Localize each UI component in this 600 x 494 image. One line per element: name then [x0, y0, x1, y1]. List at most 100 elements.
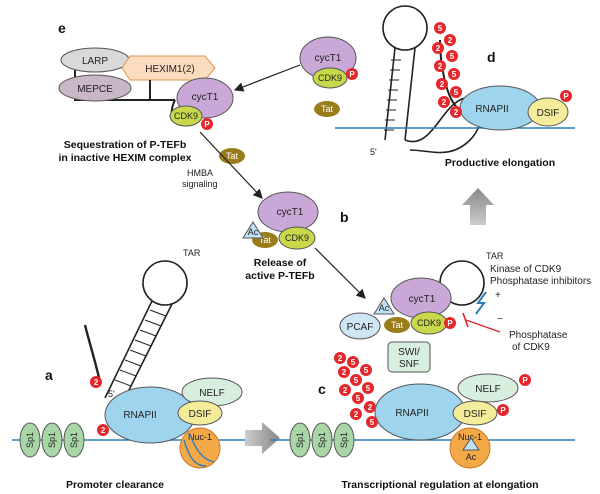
dsif-d-label: DSIF	[537, 108, 560, 119]
dsif-a-label: DSIF	[189, 409, 212, 420]
kinase-label-2: Phosphatase inhibitors	[490, 276, 591, 287]
ptefb-c: cycT1 CDK9 P Tat Ac PCAF	[339, 277, 456, 340]
rnapii-a: RNAPII NELF DSIF 2 2	[90, 376, 243, 444]
svg-text:5: 5	[454, 88, 459, 97]
svg-text:Sp1: Sp1	[47, 432, 57, 448]
cdk9-c-label: CDK9	[417, 318, 441, 328]
caption-d: Productive elongation	[445, 157, 555, 169]
larp-label: LARP	[82, 56, 108, 67]
rnapii-c: RNAPII NELF P DSIF P	[374, 373, 531, 441]
tar-hairpin-top: 5'	[370, 5, 482, 157]
svg-text:2: 2	[342, 368, 347, 377]
mepce-label: MEPCE	[77, 84, 113, 95]
svg-text:5: 5	[351, 358, 356, 367]
panel-label-a: a	[45, 367, 53, 383]
five-prime-top: 5'	[370, 147, 377, 157]
cdk9-b-label: CDK9	[285, 233, 309, 243]
rnapii-a-label: RNAPII	[123, 410, 156, 421]
svg-text:Sp1: Sp1	[25, 432, 35, 448]
caption-e1: Sequestration of P-TEFb	[64, 139, 187, 151]
mepce-protein	[58, 74, 132, 102]
panel-label-c: c	[318, 381, 326, 397]
svg-text:5: 5	[452, 70, 457, 79]
svg-text:2: 2	[448, 36, 453, 45]
svg-text:5: 5	[438, 24, 443, 33]
lightning-icon	[475, 291, 487, 315]
arrow-to-e	[233, 64, 301, 92]
caption-c: Transcriptional regulation at elongation	[341, 479, 538, 491]
phospho-c-label: P	[447, 319, 453, 328]
cyct1-c-label: cycT1	[409, 294, 436, 305]
sp1-group-c: Sp1 Sp1 Sp1	[289, 422, 355, 458]
ctd-chain-d: 5 2 2 5 2 5 2 5 2 2	[432, 22, 462, 118]
phospho-top-label: P	[349, 70, 355, 79]
dsif-c-label: DSIF	[464, 409, 487, 420]
arrow-up-to-d	[462, 188, 494, 225]
five-prime-a: 5'	[108, 389, 115, 399]
nelf-c-label: NELF	[475, 384, 501, 395]
svg-text:2: 2	[440, 80, 445, 89]
caption-b2: active P-TEFb	[245, 270, 314, 282]
tat-free-label: Tat	[226, 151, 239, 161]
rnapii-c-label: RNAPII	[395, 408, 428, 419]
tar-hairpin-a: TAR 5'	[83, 248, 201, 399]
inhibit-line	[465, 319, 501, 333]
svg-text:Sp1: Sp1	[339, 432, 349, 448]
phospho-e-label: P	[204, 120, 210, 129]
svg-text:2: 2	[438, 62, 443, 71]
minus-sign: −	[497, 314, 503, 325]
svg-text:Sp1: Sp1	[69, 432, 79, 448]
svg-text:5: 5	[366, 384, 371, 393]
tar-hairpin-c: TAR	[439, 251, 504, 306]
nelf-a-label: NELF	[199, 388, 225, 399]
svg-text:2: 2	[454, 108, 459, 117]
svg-text:2: 2	[343, 386, 348, 395]
panel-label-b: b	[340, 209, 349, 225]
svg-text:2: 2	[338, 354, 343, 363]
dsif-d-phospho: P	[563, 92, 569, 101]
caption-e2: in inactive HEXIM complex	[58, 152, 191, 164]
regulators: Kinase of CDK9 Phosphatase inhibitors + …	[462, 264, 591, 353]
nuc1-c-label: Nuc-1	[458, 432, 482, 442]
rnapii-d-label: RNAPII	[475, 104, 508, 115]
phosphatase-label-1: Phosphatase	[509, 330, 568, 341]
ac-c-label: Ac	[379, 303, 390, 313]
swisnf: SWI/ SNF	[387, 341, 431, 373]
tar-c-label: TAR	[486, 251, 504, 261]
svg-text:Sp1: Sp1	[317, 432, 327, 448]
swi-label: SWI/	[398, 347, 420, 358]
plus-sign: +	[495, 290, 501, 301]
tar-a-label: TAR	[183, 248, 201, 258]
svg-text:2: 2	[101, 426, 106, 435]
hmba-label-1: HMBA	[187, 168, 213, 178]
cyct1-top-label: cycT1	[315, 53, 342, 64]
arrow-a-to-c	[245, 422, 280, 454]
hexim-label: HEXIM1(2)	[145, 64, 194, 75]
snf-label: SNF	[399, 359, 419, 370]
ac-nuc-label: Ac	[466, 452, 477, 462]
svg-text:2: 2	[436, 44, 441, 53]
arrow-b-to-c	[314, 247, 366, 299]
caption-b1: Release of	[254, 257, 307, 269]
hexim-complex: LARP MEPCE HEXIM1(2) cycT1 CDK9 P	[58, 47, 234, 130]
caption-a: Promoter clearance	[66, 479, 164, 491]
svg-text:2: 2	[442, 98, 447, 107]
svg-text:2: 2	[354, 410, 359, 419]
svg-text:P: P	[522, 376, 528, 385]
hmba-label-2: signaling	[182, 179, 218, 189]
arrow-e-to-b	[199, 131, 263, 199]
svg-text:5: 5	[364, 366, 369, 375]
panel-label-d: d	[487, 49, 496, 65]
tat-c-label: Tat	[391, 320, 404, 330]
nuc1-a-label: Nuc-1	[188, 432, 212, 442]
cdk9-e-label: CDK9	[174, 111, 198, 121]
cyct1-e-label: cycT1	[192, 92, 219, 103]
svg-text:P: P	[500, 406, 506, 415]
ac-b-label: Ac	[248, 227, 259, 237]
tat-top-label: Tat	[321, 104, 334, 114]
svg-text:2: 2	[368, 403, 373, 412]
cyct1-b-label: cycT1	[277, 207, 304, 218]
kinase-label-1: Kinase of CDK9	[490, 264, 562, 275]
ctd-chain-c: 2 5 5 2 5 5 2 5 2 2 5	[334, 352, 378, 428]
